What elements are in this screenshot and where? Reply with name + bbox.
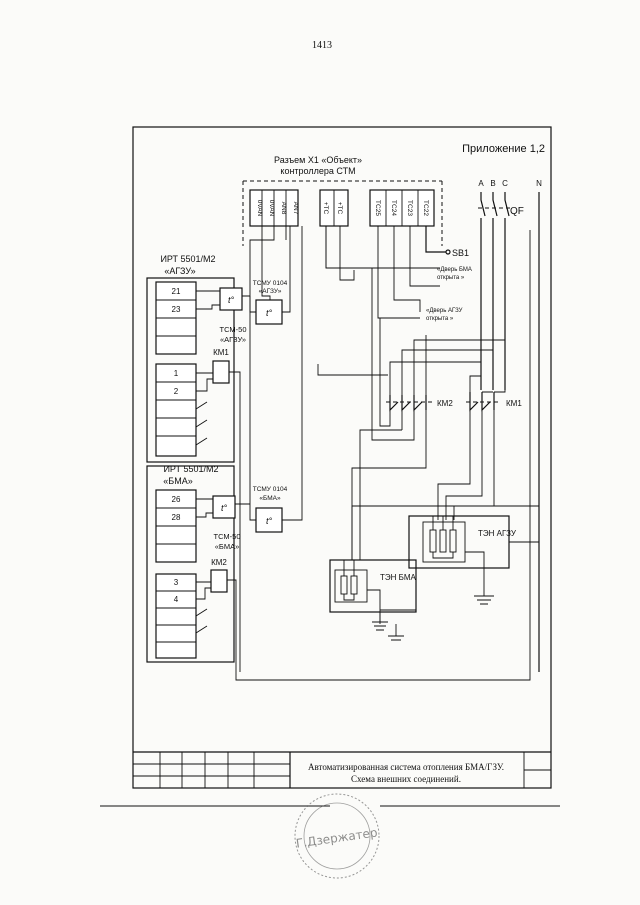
irt-bma-terminals: 26 28: [155, 489, 197, 563]
phase-a: A: [478, 179, 484, 188]
sensor-symbol-2: t°: [266, 308, 273, 318]
irt-bma-title: ИРТ 5501/М2: [163, 464, 218, 474]
terminal-4: 4: [174, 595, 179, 604]
tcm-agzu-1: ТСМ-50: [219, 325, 246, 334]
tcm-bma-1: ТСМ-50: [213, 532, 240, 541]
km2-coil-label: КМ2: [211, 558, 227, 567]
sensor-tcm-agzu: t° ТСМ-50 «АГЗУ»: [196, 287, 247, 344]
ten-agzu-label: ТЭН АГЗУ: [478, 529, 517, 538]
pin-0van-1: 0VAN: [256, 200, 263, 217]
irt-agzu-outline: [146, 277, 235, 463]
door-bma-1: «Дверь БМА: [437, 267, 472, 273]
relay-km1-coil: КМ1 1 2: [155, 348, 241, 672]
sb1-label: SB1: [452, 248, 469, 258]
contactor-km1: КМ1: [317, 226, 522, 520]
contactor-km2: КМ2: [351, 268, 505, 560]
ten-bma-label: ТЭН БМА: [380, 573, 417, 582]
pin-tc23: TC23: [406, 200, 413, 216]
terminal-28: 28: [172, 513, 181, 522]
pin-tc24: TC24: [390, 200, 397, 216]
connector-pins-right: TC25 TC24 TC23 TC22: [369, 189, 435, 227]
terminal-1: 1: [174, 369, 179, 378]
phase-c: C: [502, 179, 508, 188]
title-block: Автоматизированная система отопления БМА…: [133, 751, 551, 788]
stamp-text: Г.Дзержатер: [295, 825, 378, 850]
contactor-km2-label: КМ2: [437, 399, 453, 408]
door-agzu-1: «Дверь АГЗУ: [426, 308, 463, 314]
pin-tc25: TC25: [374, 200, 381, 216]
sensor-symbol-1: t°: [228, 295, 235, 305]
tcmu-bma-2: «БМА»: [259, 495, 281, 502]
title-line-2: Схема внешних соединений.: [351, 774, 461, 784]
phase-wires: [480, 192, 540, 672]
tcmu-agzu-2: «АГЗУ»: [259, 288, 282, 295]
transducer-tcmu-bma: ТСМУ 0104 «БМА» t°: [235, 226, 303, 533]
tcm-agzu-2: «АГЗУ»: [220, 335, 246, 344]
irt-agzu-title: ИРТ 5501/М2: [160, 254, 215, 264]
contactor-km1-label: КМ1: [506, 399, 522, 408]
irt-agzu-terminals: 21 23: [155, 281, 197, 355]
tcmu-agzu-1: ТСМУ 0104: [253, 280, 288, 287]
pin-an8: AN8: [280, 202, 287, 215]
transducer-tcmu-agzu: ТСМУ 0104 «АГЗУ» t°: [242, 226, 291, 325]
relay-km2-coil: КМ2 3 4: [155, 230, 531, 681]
phase-b: B: [490, 179, 495, 188]
appendix-label: Приложение 1,2: [462, 143, 545, 155]
km1-coil-label: КМ1: [213, 348, 229, 357]
page-number: 1413: [312, 40, 332, 51]
heater-ten-agzu: ТЭН АГЗУ: [408, 515, 517, 605]
irt-bma-outline: [146, 465, 235, 663]
pin-tc-2: +TC: [336, 202, 343, 215]
pin-tc-1: +TC: [322, 202, 329, 215]
connector-title-1: Разъем X1 «Объект»: [274, 155, 362, 165]
connector-boundary: [242, 180, 443, 246]
phase-labels: A B C N: [478, 179, 542, 188]
irt-bma-sub: «БМА»: [163, 476, 192, 486]
terminal-23: 23: [172, 305, 181, 314]
terminal-21: 21: [172, 287, 181, 296]
door-agzu-2: открыта »: [426, 316, 454, 322]
terminal-26: 26: [172, 495, 181, 504]
breaker-label: QF: [510, 206, 524, 217]
terminal-3: 3: [174, 578, 179, 587]
drawing-frame: [132, 126, 552, 789]
sensor-symbol-3: t°: [221, 503, 228, 513]
connector-title-2: контроллера СТМ: [280, 166, 355, 176]
connector-pins-mid: +TC +TC: [319, 189, 349, 227]
switch-sb1: SB1 «Дверь БМА открыта » «Дверь АГЗУ отк…: [425, 226, 472, 322]
connector-pins-left: 0VAN 0VAN AN8 AN7: [249, 189, 299, 227]
title-line-1: Автоматизированная система отопления БМА…: [308, 762, 504, 772]
door-bma-2: открыта »: [437, 275, 465, 281]
round-stamp: Г.Дзержатер: [294, 793, 380, 879]
terminal-2: 2: [174, 387, 179, 396]
pin-tc22: TC22: [422, 200, 429, 216]
phase-n: N: [536, 179, 542, 188]
pin-an7: AN7: [292, 202, 299, 215]
heater-ten-bma: ТЭН БМА: [329, 559, 417, 641]
tcmu-bma-1: ТСМУ 0104: [253, 486, 288, 493]
sensor-symbol-4: t°: [266, 516, 273, 526]
irt-agzu-sub: «АГЗУ»: [164, 266, 195, 276]
pin-0van-2: 0VAN: [268, 200, 275, 217]
tcm-bma-2: «БМА»: [215, 542, 240, 551]
sensor-tcm-bma: t° ТСМ-50 «БМА»: [196, 495, 241, 551]
breaker-qf: QF: [478, 192, 524, 232]
door-signal-wires: [325, 226, 440, 319]
